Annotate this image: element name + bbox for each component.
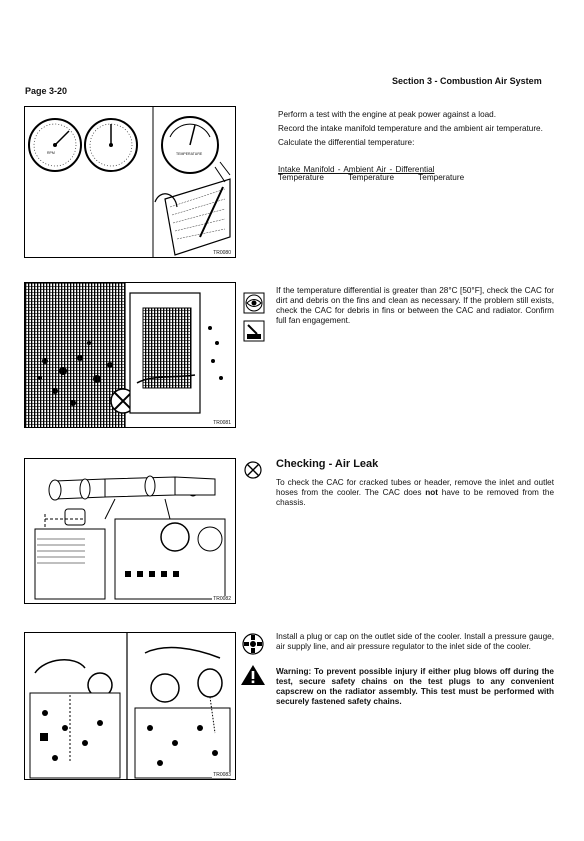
- paragraph-part: have to be removed from the chassis.: [276, 488, 555, 507]
- radiator-illustration: [25, 283, 223, 427]
- paragraph: Record the intake manifold temperature a…: [278, 124, 543, 133]
- figure-id: TR0080: [212, 250, 232, 256]
- install-tool-icon: [241, 632, 265, 656]
- plugs-chains-illustration: [29, 633, 231, 779]
- section-heading: Checking - Air Leak: [276, 458, 379, 470]
- gauge-label-temperature: TEMPERATURE: [176, 152, 203, 156]
- block1-text: Perform a test with the engine at peak p…: [278, 110, 554, 152]
- warning-triangle-icon: [240, 664, 266, 686]
- gauges-illustration: [28, 107, 231, 257]
- block3-text: To check the CAC for cracked tubes or he…: [276, 478, 554, 508]
- leak-check-icon: [243, 460, 263, 480]
- inspect-eye-icon: [243, 292, 265, 314]
- figure-id: TR0083: [212, 772, 232, 778]
- block4-text: Install a plug or cap on the outlet side…: [276, 632, 554, 651]
- figure-gauges: RPM TEMPERATURE TR0080: [24, 106, 236, 258]
- clean-brush-icon: [243, 320, 265, 342]
- paragraph: Calculate the differential temperature:: [278, 138, 415, 147]
- figure-id: TR0081: [212, 420, 232, 426]
- formula-line2: Temperature Temperature Temperature: [278, 173, 465, 182]
- paragraph: Perform a test with the engine at peak p…: [278, 110, 497, 119]
- figure-radiator-fins: TR0081: [24, 282, 236, 428]
- gauge-label-rpm: RPM: [47, 151, 55, 155]
- figure-plugs-chains: TR0083: [24, 632, 236, 780]
- warning-text: Warning: To prevent possible injury if e…: [276, 667, 554, 706]
- differential-formula: Intake Manifold - Ambient Air - Differen…: [278, 165, 488, 182]
- emphasis: not: [425, 488, 438, 497]
- block2-text: If the temperature differential is great…: [276, 286, 554, 325]
- page-number: Page 3-20: [25, 86, 68, 96]
- figure-cac-hoses: TR0082: [24, 458, 236, 604]
- figure-id: TR0082: [212, 596, 232, 602]
- section-title: Section 3 - Combustion Air System: [392, 76, 542, 86]
- paragraph-part: To check the CAC for cracked tubes or he…: [276, 478, 554, 497]
- formula-line1: Intake Manifold - Ambient Air - Differen…: [278, 165, 435, 174]
- cac-hoses-illustration: [34, 475, 226, 600]
